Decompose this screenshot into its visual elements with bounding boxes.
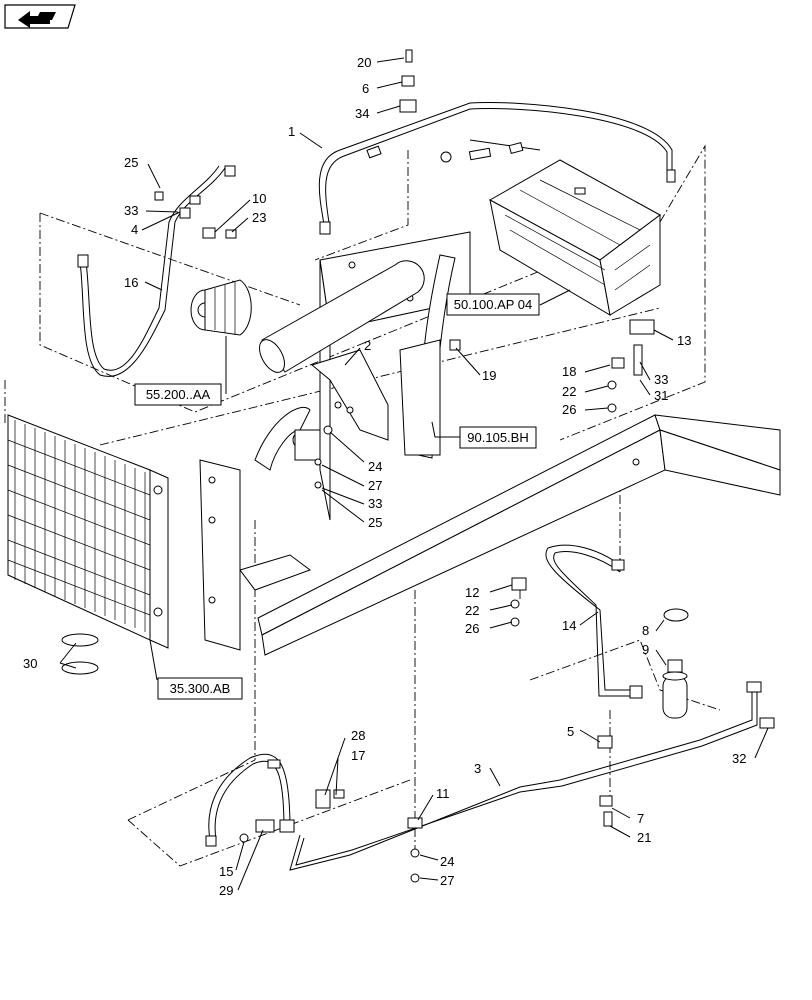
- callout-32: 32: [732, 751, 746, 766]
- callout-34: 34: [355, 106, 369, 121]
- callout-4: 4: [131, 222, 138, 237]
- refrigerant-line-16: [77, 165, 236, 377]
- callout-2: 2: [364, 338, 371, 353]
- page-navigation-icon[interactable]: [4, 4, 76, 29]
- callout-10: 10: [252, 191, 266, 206]
- callout-31: 31: [654, 388, 668, 403]
- callout-26-top: 26: [562, 402, 576, 417]
- hvac-module: [488, 159, 661, 316]
- callout-27-top: 27: [368, 478, 382, 493]
- callout-3: 3: [474, 761, 481, 776]
- callout-18: 18: [562, 364, 576, 379]
- callout-25-top: 25: [124, 155, 138, 170]
- callout-29: 29: [219, 883, 233, 898]
- callout-24-top: 24: [368, 459, 382, 474]
- callout-33-center: 33: [368, 496, 382, 511]
- reference-label-50-100: 50.100.AP 04: [454, 297, 533, 312]
- callout-7: 7: [637, 811, 644, 826]
- callout-1: 1: [288, 124, 295, 139]
- reference-label-35-300: 35.300.AB: [170, 681, 231, 696]
- callout-9: 9: [642, 642, 649, 657]
- callout-20: 20: [357, 55, 371, 70]
- refrigerant-line-3: [289, 681, 762, 871]
- refrigerant-line-bottom-left: [205, 753, 295, 847]
- callout-15: 15: [219, 864, 233, 879]
- callout-25-center: 25: [368, 515, 382, 530]
- reference-label-90-105: 90.105.BH: [467, 430, 528, 445]
- reference-box-50-100[interactable]: 50.100.AP 04: [446, 293, 540, 316]
- condenser-bracket: [199, 407, 321, 651]
- callout-11: 11: [436, 786, 450, 801]
- frame-crossmember: [239, 414, 781, 656]
- callout-16: 16: [124, 275, 138, 290]
- callout-33-right: 33: [654, 372, 668, 387]
- condenser: [7, 414, 169, 649]
- hardware-fasteners: [61, 49, 775, 883]
- reference-box-90-105[interactable]: 90.105.BH: [459, 426, 537, 449]
- bracket-2: [310, 349, 389, 441]
- leader-lines: [59, 57, 769, 891]
- receiver-drier: [662, 608, 689, 719]
- callout-23: 23: [252, 210, 266, 225]
- callout-5: 5: [567, 724, 574, 739]
- refrigerant-line-14: [545, 544, 643, 699]
- callout-8: 8: [642, 623, 649, 638]
- callout-33-left: 33: [124, 203, 138, 218]
- reference-label-55-200: 55.200..AA: [146, 387, 211, 402]
- callout-14: 14: [562, 618, 576, 633]
- callout-28: 28: [351, 728, 365, 743]
- callout-22-top: 22: [562, 384, 576, 399]
- callout-19: 19: [482, 368, 496, 383]
- callout-labels: 20 6 34 1 25 33 4 10 23 16 2 13 18 33 19…: [23, 55, 746, 898]
- ac-compressor: [190, 279, 252, 336]
- reference-box-35-300[interactable]: 35.300.AB: [157, 677, 243, 700]
- callout-17: 17: [351, 748, 365, 763]
- callout-6: 6: [362, 81, 369, 96]
- callout-21: 21: [637, 830, 651, 845]
- refrigerant-line-1: [318, 102, 676, 235]
- callout-30: 30: [23, 656, 37, 671]
- callout-24-bottom: 24: [440, 854, 454, 869]
- callout-13: 13: [677, 333, 691, 348]
- callout-26-bottom: 26: [465, 621, 479, 636]
- callout-22-bottom: 22: [465, 603, 479, 618]
- reference-box-55-200[interactable]: 55.200..AA: [134, 383, 222, 406]
- callout-12: 12: [465, 585, 479, 600]
- projection-lines: [4, 144, 721, 867]
- callout-27-bottom: 27: [440, 873, 454, 888]
